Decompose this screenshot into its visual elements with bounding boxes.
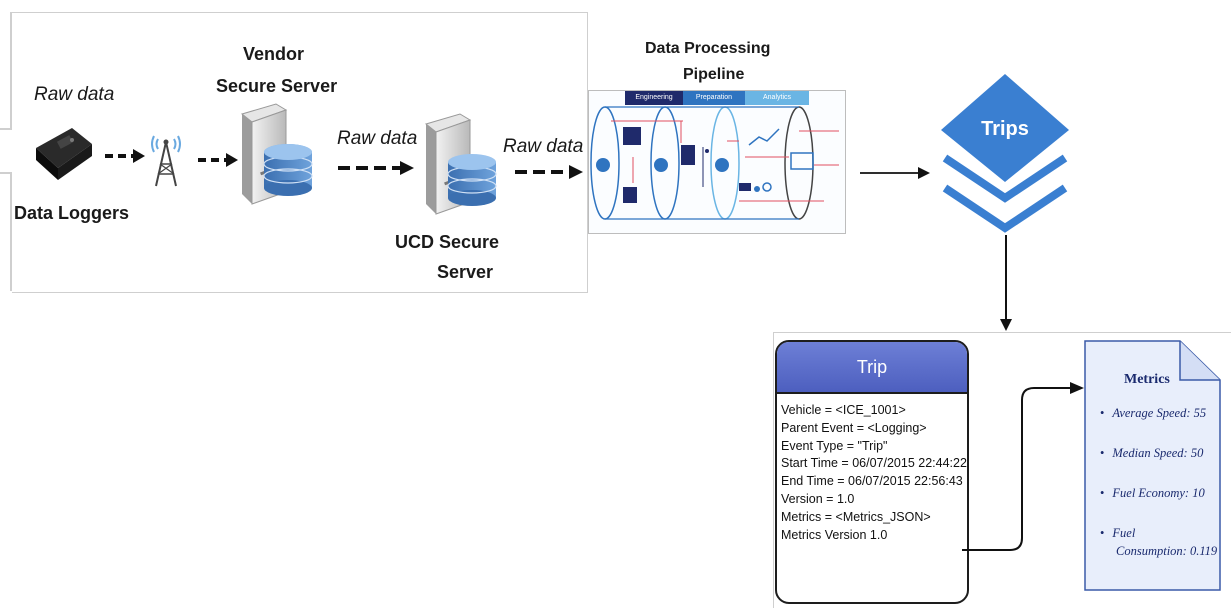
metrics-title: Metrics [1124,372,1170,387]
metric-average-speed: • Average Speed: 55 [1100,406,1206,421]
trip-fields: Vehicle = <ICE_1001> Parent Event = <Log… [777,394,967,544]
metric-median-speed: • Median Speed: 50 [1100,446,1203,461]
metric-fuel-economy-text: Fuel Economy: 10 [1112,486,1205,500]
pipeline-cylinders [590,106,839,220]
trip-field-vehicle: Vehicle = <ICE_1001> [781,403,906,417]
trip-to-metrics-connector [962,382,1084,551]
metrics-document-shape [1084,340,1221,591]
metric-fuel-consumption-line2: Consumption: 0.119 [1116,544,1218,558]
vendor-label: Vendor [243,44,305,64]
metric-fuel-consumption-line1: Fuel [1112,526,1136,540]
panel-left-notch [0,128,12,130]
data-loggers-label: Data Loggers [14,203,130,223]
dashed-arrow-3 [338,161,414,175]
panel-left-notch-2 [0,172,12,174]
tab-preparation: Preparation [683,91,745,105]
right-frame-top [773,332,1231,333]
dashed-arrow-4 [515,165,583,179]
trips-label: Trips [981,118,1029,140]
trip-card: Trip Vehicle = <ICE_1001> Parent Event =… [775,340,969,604]
raw-data-label-2: Raw data [337,128,418,149]
data-logger-device-icon [36,128,92,180]
trip-field-event-type: Event Type = "Trip" [781,438,888,453]
bullet-icon: • [1100,486,1105,500]
pipeline-diagram: Engineering Preparation Analytics [588,90,846,234]
ucd-secure-label: UCD Secure [395,232,500,252]
bullet-icon: • [1100,406,1105,420]
metric-fuel-consumption: • Fuel [1100,526,1135,541]
vendor-server-icon [240,103,313,205]
ucd-server-label: Server [437,262,494,282]
right-frame-left [773,332,774,608]
bullet-icon: • [1100,526,1105,540]
trips-stack-icon [941,74,1069,233]
ucd-server-icon [424,113,497,215]
pipeline-title-line1: Data Processing [645,40,771,57]
trip-field-metrics: Metrics = <Metrics_JSON> [781,509,931,524]
pipeline-title-line2: Pipeline [683,66,745,83]
arrow-down-to-trip [1000,235,1012,331]
panel-left-tick-top [10,12,12,130]
bullet-icon: • [1100,446,1105,460]
antenna-tower-icon [151,135,181,187]
metric-fuel-economy: • Fuel Economy: 10 [1100,486,1205,501]
trip-field-parent-event: Parent Event = <Logging> [781,420,927,435]
trip-field-version: Version = 1.0 [781,491,855,506]
trip-field-end-time: End Time = 06/07/2015 22:56:43 [781,474,963,489]
tab-engineering: Engineering [625,91,683,105]
arrow-to-trips [860,167,930,179]
tab-analytics: Analytics [745,91,809,105]
secure-server-label: Secure Server [216,76,338,96]
panel-left-tick-bottom [10,172,12,291]
trip-card-title: Trip [777,342,967,394]
raw-data-label-3: Raw data [503,136,584,157]
metric-average-speed-text: Average Speed: 55 [1112,406,1207,420]
source-panel [12,12,588,293]
metric-median-speed-text: Median Speed: 50 [1112,446,1204,460]
trip-field-start-time: Start Time = 06/07/2015 22:44:22 [781,456,967,471]
raw-data-label-1: Raw data [34,84,115,105]
dashed-arrow-1 [105,149,145,163]
dashed-arrow-2 [198,153,238,167]
trip-field-metrics-version: Metrics Version 1.0 [781,527,888,542]
